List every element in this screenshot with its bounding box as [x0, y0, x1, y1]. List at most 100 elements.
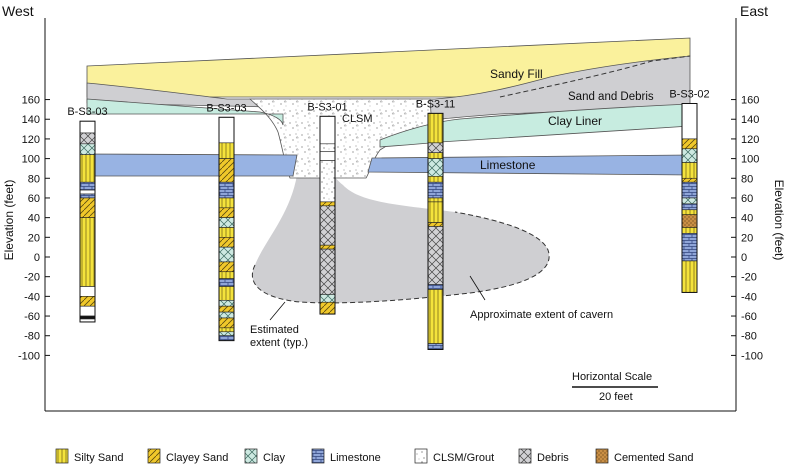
boring-b2: B-S3-03	[206, 102, 247, 342]
cavern-leader	[469, 275, 486, 301]
interval-silty	[218, 142, 235, 159]
interval-limestone	[218, 181, 235, 199]
tick-label: -80	[24, 331, 40, 343]
legend-swatch	[55, 448, 69, 464]
interval-clayey	[218, 261, 235, 273]
legend-label: CLSM/Grout	[433, 452, 494, 464]
interval-limestone	[218, 335, 235, 341]
interval-silty	[218, 327, 235, 333]
interval-clayey	[319, 201, 336, 207]
boring-b4: B-S3-11	[416, 98, 455, 350]
interval-clayey	[218, 317, 235, 329]
scale-title: Horizontal Scale	[572, 371, 652, 383]
interval-clay	[218, 299, 235, 307]
boring-b3: B-S3-01	[307, 101, 348, 315]
boring-b1: B-S3-03	[67, 106, 108, 323]
legend-label: Debris	[537, 452, 569, 464]
interval-debris	[319, 205, 336, 246]
tick-label: 160	[741, 95, 759, 107]
tick-label: 140	[22, 114, 40, 126]
interval-clay	[427, 158, 444, 177]
interval-limestone	[427, 343, 444, 350]
west-label: West	[2, 3, 34, 19]
interval-silty	[218, 271, 235, 279]
interval-clayey	[79, 296, 96, 307]
tick-label: -60	[741, 311, 757, 323]
legend-swatch	[414, 448, 428, 464]
interval-silty	[79, 217, 96, 287]
interval-silty	[681, 162, 698, 179]
tick-label: 20	[741, 232, 753, 244]
legend: Silty Sand Clayey Sand Clay Limestone CLSM/G…	[55, 448, 694, 464]
tick-label: 80	[741, 173, 753, 185]
legend-label: Clay	[263, 452, 286, 464]
interval-clayey	[218, 158, 235, 183]
interval-silty	[427, 289, 444, 344]
zone-sand-and-debris	[86, 55, 691, 122]
interval-clayey	[218, 305, 235, 313]
interval-clayey	[79, 197, 96, 218]
legend-label: Silty Sand	[74, 452, 124, 464]
interval-clayey	[427, 222, 444, 227]
annotation-estimated-1: Estimated	[250, 324, 299, 336]
interval-white	[79, 189, 96, 195]
tick-label: 40	[741, 213, 753, 225]
tick-label: -100	[18, 350, 40, 362]
interval-silty	[218, 197, 235, 209]
legend-swatch	[244, 448, 258, 464]
east-label: East	[740, 3, 768, 19]
tick-label: 140	[741, 114, 759, 126]
interval-limestone	[79, 193, 96, 199]
label-clsm: CLSM	[342, 113, 373, 125]
tick-label: -60	[24, 311, 40, 323]
boring-outline	[681, 102, 698, 293]
legend-label: Limestone	[330, 452, 381, 464]
interval-debris	[427, 142, 444, 153]
legend-label: Clayey Sand	[166, 452, 228, 464]
boring-label: B-S3-01	[307, 101, 347, 113]
legend-item-limestone: Limestone	[311, 448, 381, 464]
interval-clayey	[681, 138, 698, 150]
tick-label: -80	[741, 331, 757, 343]
interval-white	[319, 151, 336, 161]
interval-white	[218, 116, 235, 144]
interval-silty	[427, 113, 444, 144]
tick-label: 100	[741, 154, 759, 166]
interval-white	[79, 305, 96, 317]
cavern-outline	[251, 211, 550, 304]
legend-swatch	[595, 448, 609, 464]
interval-clayey	[319, 244, 336, 250]
boring-outline	[319, 115, 336, 315]
interval-clay	[218, 331, 235, 337]
boring-label: B-S3-03	[206, 102, 246, 114]
interval-clayey	[218, 237, 235, 248]
tick-label: 120	[741, 134, 759, 146]
tick-label: -40	[741, 291, 757, 303]
interval-white	[319, 115, 336, 145]
interval-debris	[319, 248, 336, 295]
left-axis-title: Elevation (feet)	[2, 180, 16, 261]
interval-limestone	[427, 181, 444, 199]
interval-clay	[218, 311, 235, 319]
interval-clay	[218, 217, 235, 228]
right-axis-title: Elevation (feet)	[772, 180, 785, 261]
interval-limestone	[79, 181, 96, 191]
tick-label: 60	[28, 193, 40, 205]
tick-label: -20	[741, 272, 757, 284]
interval-clay	[681, 197, 698, 205]
fill-dashed-boundary	[499, 55, 691, 98]
legend-item-clayey: Clayey Sand	[147, 448, 228, 464]
interval-silty	[681, 209, 698, 215]
tick-label: -100	[741, 350, 763, 362]
estimated-leader	[269, 301, 286, 321]
interval-silty	[427, 197, 444, 203]
interval-clay	[79, 143, 96, 155]
legend-swatch	[311, 448, 325, 464]
zone-limestone	[86, 153, 298, 177]
interval-silty	[218, 227, 235, 238]
interval-white	[79, 120, 96, 134]
interval-silty	[79, 154, 96, 183]
tick-label: 100	[22, 154, 40, 166]
